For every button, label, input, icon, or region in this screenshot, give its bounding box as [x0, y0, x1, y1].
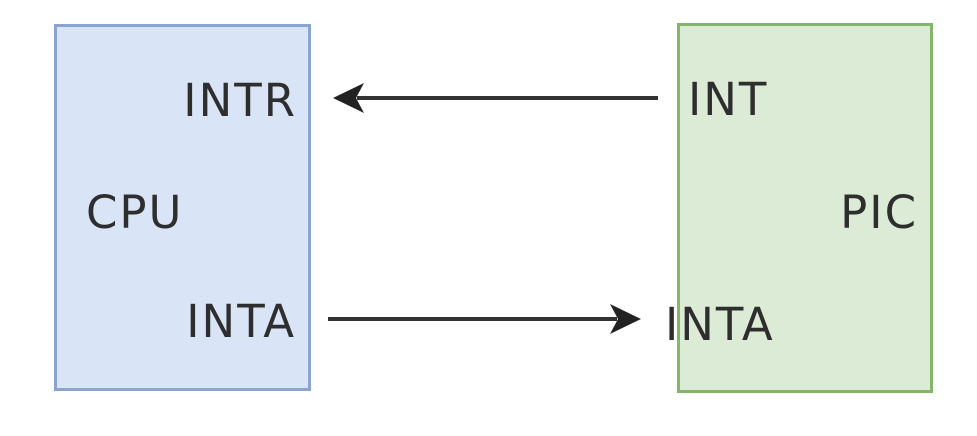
inta-arrowhead-icon: [610, 304, 641, 334]
cpu-box: [54, 24, 311, 391]
cpu-pin-intr-label: INTR: [183, 74, 297, 127]
pic-pin-inta-label: INTA: [665, 298, 775, 351]
inta-arrow: [328, 304, 641, 334]
cpu-title-label: CPU: [86, 186, 184, 239]
cpu-pin-inta-label: INTA: [186, 295, 296, 348]
pic-box: [677, 23, 933, 393]
pic-pin-int-label: INT: [688, 73, 769, 126]
int-arrowhead-icon: [333, 83, 364, 113]
pic-title-label: PIC: [840, 186, 918, 239]
int-arrow: [333, 83, 658, 113]
